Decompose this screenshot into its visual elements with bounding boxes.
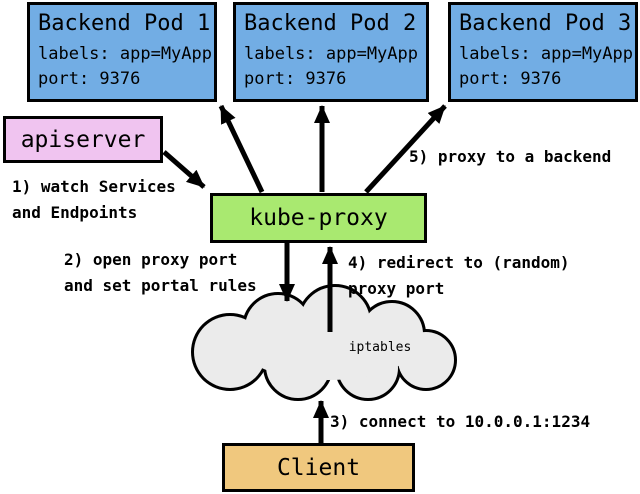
apiserver-node: apiserver	[3, 116, 163, 163]
iptables-label: iptables	[348, 340, 412, 355]
client-node: Client	[222, 443, 415, 492]
annotation-step2-line2: and set portal rules	[64, 276, 257, 295]
annotation-step2-line1: 2) open proxy port	[64, 250, 238, 269]
apiserver-label: apiserver	[20, 126, 146, 153]
annotation-step4: 4) redirect to (random) proxy port	[348, 250, 570, 302]
annotation-step5-line1: 5) proxy to a backend	[409, 147, 612, 166]
backend-pod-3-labels: labels: app=MyApp	[459, 44, 633, 64]
backend-pod-2-labels: labels: app=MyApp	[244, 44, 418, 64]
arrow-kube-proxy-to-pod3	[364, 104, 447, 194]
arrow-apiserver-to-kube-proxy	[162, 150, 206, 189]
annotation-step4-line1: 4) redirect to (random)	[348, 253, 570, 272]
backend-pod-2-title: Backend Pod 2	[244, 11, 417, 36]
backend-pod-1-port: port: 9376	[38, 69, 141, 89]
annotation-step3: 3) connect to 10.0.0.1:1234	[330, 409, 590, 435]
annotation-step1-line1: 1) watch Services	[12, 177, 176, 196]
annotation-step4-line2: proxy port	[348, 279, 445, 298]
backend-pod-2: Backend Pod 2 labels: app=MyApp port: 93…	[233, 2, 429, 102]
iptables-cloud	[191, 284, 457, 401]
annotation-step1-line2: and Endpoints	[12, 203, 138, 222]
annotation-step5: 5) proxy to a backend	[409, 144, 611, 170]
annotation-step2: 2) open proxy port and set portal rules	[64, 247, 257, 299]
arrow-kube-proxy-to-pod1	[218, 104, 265, 194]
backend-pod-3: Backend Pod 3 labels: app=MyApp port: 93…	[448, 2, 638, 102]
backend-pod-1: Backend Pod 1 labels: app=MyApp port: 93…	[27, 2, 217, 102]
backend-pod-3-port: port: 9376	[459, 69, 562, 89]
client-label: Client	[276, 454, 361, 481]
annotation-step1: 1) watch Services and Endpoints	[12, 174, 176, 226]
backend-pod-1-labels: labels: app=MyApp	[38, 44, 212, 64]
backend-pod-3-title: Backend Pod 3	[459, 11, 632, 36]
backend-pod-2-port: port: 9376	[244, 69, 347, 89]
kube-proxy-node: kube-proxy	[210, 193, 427, 243]
backend-pod-1-title: Backend Pod 1	[38, 11, 211, 36]
kube-proxy-label: kube-proxy	[249, 205, 388, 231]
annotation-step3-line1: 3) connect to 10.0.0.1:1234	[330, 412, 591, 431]
